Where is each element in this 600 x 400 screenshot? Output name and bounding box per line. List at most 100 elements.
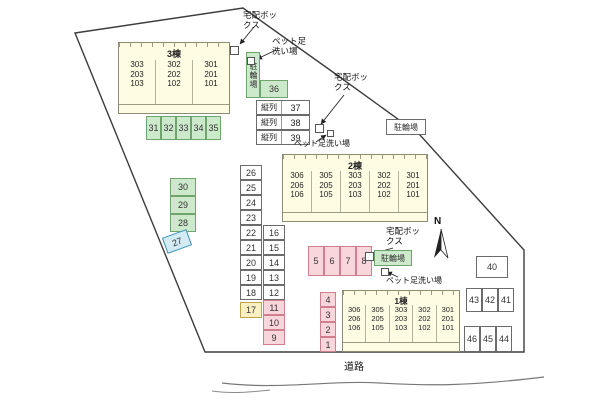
parking-stall: 18 bbox=[240, 285, 262, 300]
delivery-box-icon bbox=[365, 252, 374, 261]
tandem-label: 縦列 bbox=[257, 101, 282, 114]
unit-column: 302 202 102 bbox=[413, 305, 437, 342]
room-number: 101 bbox=[204, 79, 218, 88]
parking-stall: 4 bbox=[320, 292, 336, 307]
parking-stall: 11 bbox=[263, 300, 285, 315]
unit-column: 305 205 105 bbox=[366, 305, 390, 342]
parking-stall: 10 bbox=[263, 315, 285, 330]
road-line bbox=[221, 376, 545, 387]
parking-stall: 42 bbox=[482, 288, 498, 312]
room-number: 101 bbox=[441, 323, 455, 332]
unit-column: 301 201 101 bbox=[193, 60, 229, 104]
balcony-edge bbox=[119, 43, 229, 47]
room-number: 106 bbox=[290, 190, 304, 199]
building-3-title: 3棟 bbox=[166, 49, 181, 59]
room-number: 303 bbox=[130, 60, 144, 69]
building-1: 1棟 306 206 106 305 205 105 303 203 103 3… bbox=[342, 290, 460, 352]
room-number: 305 bbox=[319, 171, 333, 180]
pet-wash-label: ペット足洗い場 bbox=[294, 139, 350, 148]
unit-column: 306 206 106 bbox=[283, 171, 312, 212]
parking-stall: 35 bbox=[206, 116, 221, 140]
pet-wash-label: ペット足洗い場 bbox=[386, 276, 442, 285]
room-number: 301 bbox=[406, 171, 420, 180]
room-number: 206 bbox=[290, 180, 304, 190]
delivery-box-label: 宅配ボックス bbox=[334, 72, 369, 93]
parking-stall: 36 bbox=[260, 80, 288, 98]
tandem-parking-stall: 縦列 39 bbox=[256, 130, 310, 145]
bicycle-parking: 駐輪場 bbox=[374, 250, 412, 266]
parking-stall: 24 bbox=[240, 195, 262, 210]
room-number: 105 bbox=[371, 323, 384, 332]
road-label: 道路 bbox=[344, 362, 364, 373]
room-number: 205 bbox=[371, 314, 384, 323]
room-number: 103 bbox=[394, 323, 408, 332]
room-number: 103 bbox=[130, 79, 144, 88]
leader-arrow-pet-2 bbox=[315, 134, 327, 143]
parking-stall: 15 bbox=[263, 240, 285, 255]
room-number: 102 bbox=[377, 190, 391, 199]
bicycle-parking: 駐輪場 bbox=[386, 119, 426, 135]
delivery-box-icon bbox=[230, 46, 239, 55]
parking-stall: 30 bbox=[170, 178, 196, 196]
parking-stall: 46 bbox=[464, 326, 480, 352]
room-number: 201 bbox=[204, 69, 218, 79]
tandem-label: 縦列 bbox=[257, 116, 282, 129]
site-boundary bbox=[74, 7, 525, 353]
unit-column: 305 205 105 bbox=[312, 171, 341, 212]
parking-stall: 3 bbox=[320, 307, 336, 322]
delivery-box-icon bbox=[315, 124, 324, 133]
stall-number: 38 bbox=[290, 117, 301, 128]
unit-column: 302 202 102 bbox=[370, 171, 399, 212]
room-number: 202 bbox=[418, 314, 431, 323]
north-arrow-icon bbox=[434, 229, 441, 258]
parking-stall: 22 bbox=[240, 225, 262, 240]
unit-column: 303 203 103 bbox=[341, 171, 370, 212]
corridor-band bbox=[119, 104, 229, 113]
room-number: 306 bbox=[290, 171, 304, 180]
room-number: 202 bbox=[377, 180, 391, 190]
room-number: 303 bbox=[348, 171, 362, 180]
parking-stall: 23 bbox=[240, 210, 262, 225]
room-number: 101 bbox=[406, 190, 420, 199]
unit-column: 301 201 101 bbox=[399, 171, 427, 212]
room-number: 302 bbox=[418, 305, 431, 314]
room-number: 301 bbox=[441, 305, 455, 314]
delivery-box-label: 宅配ボックス bbox=[243, 10, 278, 31]
road-line-secondary bbox=[211, 389, 271, 394]
unit-column: 303 203 103 bbox=[119, 60, 156, 104]
parking-stall: 41 bbox=[498, 288, 514, 312]
parking-stall: 17 bbox=[240, 302, 262, 318]
parking-stall: 26 bbox=[240, 165, 262, 180]
balcony-edge bbox=[343, 291, 459, 295]
pet-wash-spot-icon bbox=[327, 130, 334, 137]
parking-stall: 25 bbox=[240, 180, 262, 195]
delivery-box-label: 宅配ボックス bbox=[386, 226, 421, 247]
room-number: 205 bbox=[319, 180, 333, 190]
parking-stall: 44 bbox=[496, 326, 512, 352]
leader-arrow-delivery-1 bbox=[239, 26, 255, 45]
parking-stall: 40 bbox=[476, 256, 508, 278]
pet-wash-spot-icon bbox=[381, 268, 389, 276]
parking-stall: 33 bbox=[176, 116, 191, 140]
parking-stall: 12 bbox=[263, 285, 285, 300]
building-1-title: 1棟 bbox=[394, 296, 408, 306]
parking-stall: 19 bbox=[240, 270, 262, 285]
room-number: 106 bbox=[347, 323, 361, 332]
tandem-label: 縦列 bbox=[257, 131, 282, 144]
pet-wash-spot-icon bbox=[247, 57, 255, 65]
north-label: N bbox=[434, 216, 442, 227]
room-number: 306 bbox=[347, 305, 361, 314]
tandem-parking-stall: 縦列 38 bbox=[256, 115, 310, 130]
parking-stall: 34 bbox=[191, 116, 206, 140]
tandem-parking-stall: 縦列 37 bbox=[256, 100, 310, 115]
parking-stall: 43 bbox=[466, 288, 482, 312]
parking-stall: 16 bbox=[263, 225, 285, 240]
room-number: 102 bbox=[167, 79, 181, 88]
parking-stall: 20 bbox=[240, 255, 262, 270]
unit-column: 303 203 103 bbox=[390, 305, 414, 342]
room-number: 105 bbox=[319, 190, 333, 199]
parking-stall: 32 bbox=[161, 116, 176, 140]
building-2: 2棟 306 206 106 305 205 105 303 203 103 3… bbox=[282, 154, 428, 222]
